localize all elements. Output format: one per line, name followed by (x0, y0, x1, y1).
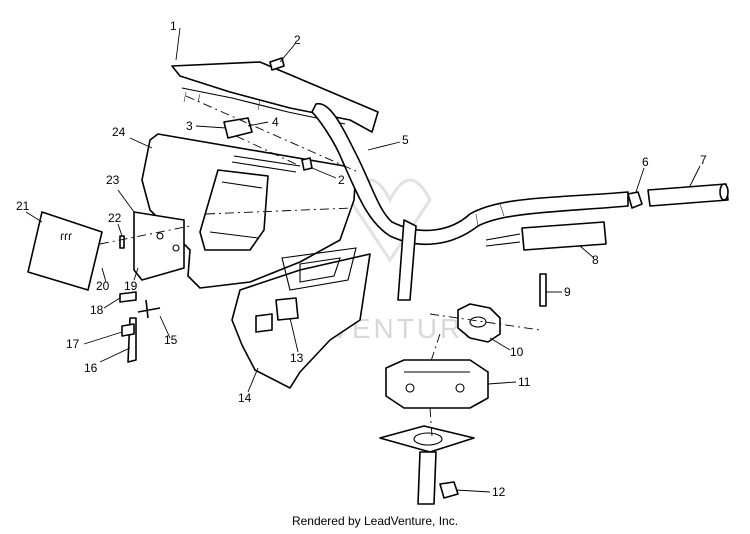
callout-2-top: 2 (294, 33, 301, 47)
callout-13: 13 (290, 351, 304, 365)
callout-6: 6 (642, 155, 649, 169)
part-14-hood[interactable] (231, 247, 371, 389)
part-8-grip-left[interactable] (485, 221, 607, 251)
callout-16: 16 (84, 361, 98, 375)
part-10-clamp[interactable] (457, 303, 501, 343)
leader-lines (25, 27, 701, 493)
footer-credit: Rendered by LeadVenture, Inc. (291, 514, 459, 528)
part-11-riser[interactable] (385, 359, 489, 409)
callout-21: 21 (16, 199, 30, 213)
part-6-endcap[interactable] (627, 191, 643, 209)
part-7-grip-right[interactable] (647, 183, 729, 207)
callout-8: 8 (592, 253, 599, 267)
part-5-handlebar[interactable] (311, 103, 629, 301)
decal-text: ɾɾɾ (60, 229, 72, 243)
callout-23: 23 (106, 173, 120, 187)
callout-20: 20 (96, 279, 110, 293)
callout-19: 19 (124, 279, 138, 293)
callout-15: 15 (164, 333, 178, 347)
callout-17: 17 (66, 337, 80, 351)
callout-22: 22 (108, 211, 122, 225)
callout-14: 14 (238, 391, 252, 405)
assembly-lines (99, 95, 541, 437)
callout-5: 5 (402, 133, 409, 147)
part-24-console[interactable] (141, 133, 357, 289)
callout-12: 12 (492, 485, 506, 499)
callout-1: 1 (170, 19, 177, 33)
part-21-decal[interactable]: ɾɾɾ (27, 211, 103, 291)
callout-9: 9 (564, 285, 571, 299)
callout-11: 11 (518, 375, 531, 389)
callout-4: 4 (272, 115, 279, 129)
steering-post[interactable] (379, 425, 475, 505)
callout-24: 24 (112, 125, 126, 139)
callout-3: 3 (186, 119, 193, 133)
callout-10: 10 (510, 345, 524, 359)
callout-7: 7 (700, 153, 707, 167)
callout-18: 18 (90, 303, 104, 317)
part-23-bracket[interactable] (133, 211, 185, 281)
callouts: 1 2 2 3 4 5 6 7 8 9 10 11 12 13 14 15 16… (16, 19, 707, 499)
callout-2-mid: 2 (338, 173, 345, 187)
